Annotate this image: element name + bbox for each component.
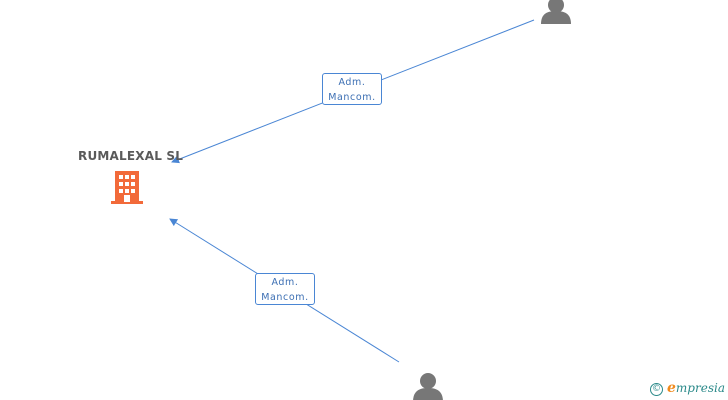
role-box[interactable]: Adm. Mancom.: [322, 73, 382, 105]
role-box[interactable]: Adm. Mancom.: [255, 273, 315, 305]
company-name-label[interactable]: RUMALEXAL SL: [78, 149, 184, 163]
empresia-watermark: © empresia: [650, 380, 725, 396]
building-icon[interactable]: [111, 171, 143, 204]
role-line-2: Mancom.: [328, 92, 376, 103]
person-icon[interactable]: [413, 373, 443, 400]
role-line-1: Adm.: [271, 277, 299, 288]
role-line-1: Adm.: [338, 77, 366, 88]
role-line-2: Mancom.: [261, 292, 309, 303]
brand-logo: empresia: [667, 380, 725, 396]
copyright-icon: ©: [650, 383, 663, 396]
person-icon[interactable]: [541, 0, 571, 24]
